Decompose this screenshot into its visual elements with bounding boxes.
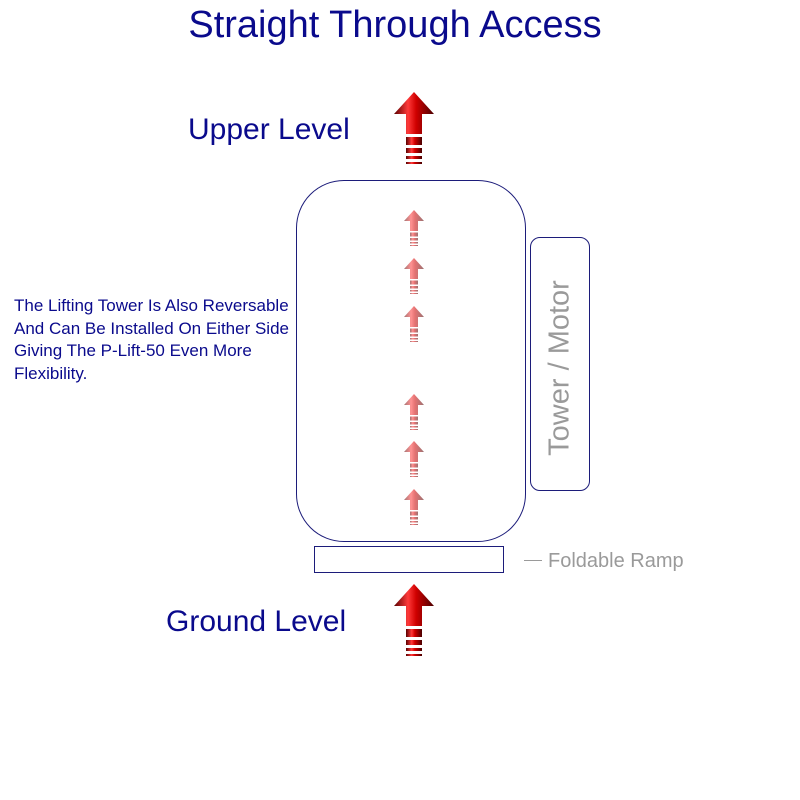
- tower-motor-box: [530, 237, 590, 491]
- foldable-ramp-label: Foldable Ramp: [548, 550, 684, 572]
- up-arrow-icon: [394, 584, 434, 664]
- up-arrow-icon: [394, 92, 434, 172]
- lift-platform: [296, 180, 526, 542]
- up-arrow-icon: [404, 489, 424, 529]
- up-arrow-icon: [404, 258, 424, 298]
- tower-motor-label: Tower / Motor: [543, 280, 576, 456]
- upper-level-label: Upper Level: [188, 113, 350, 146]
- ramp-leader-line: [524, 560, 542, 561]
- reversible-tower-note: The Lifting Tower Is Also Reversable And…: [14, 296, 289, 383]
- up-arrow-icon: [404, 210, 424, 250]
- ground-level-label: Ground Level: [166, 605, 347, 638]
- up-arrow-icon: [404, 394, 424, 434]
- up-arrow-icon: [404, 306, 424, 346]
- diagram-title: Straight Through Access: [188, 4, 602, 46]
- foldable-ramp: [314, 546, 504, 573]
- up-arrow-icon: [404, 441, 424, 481]
